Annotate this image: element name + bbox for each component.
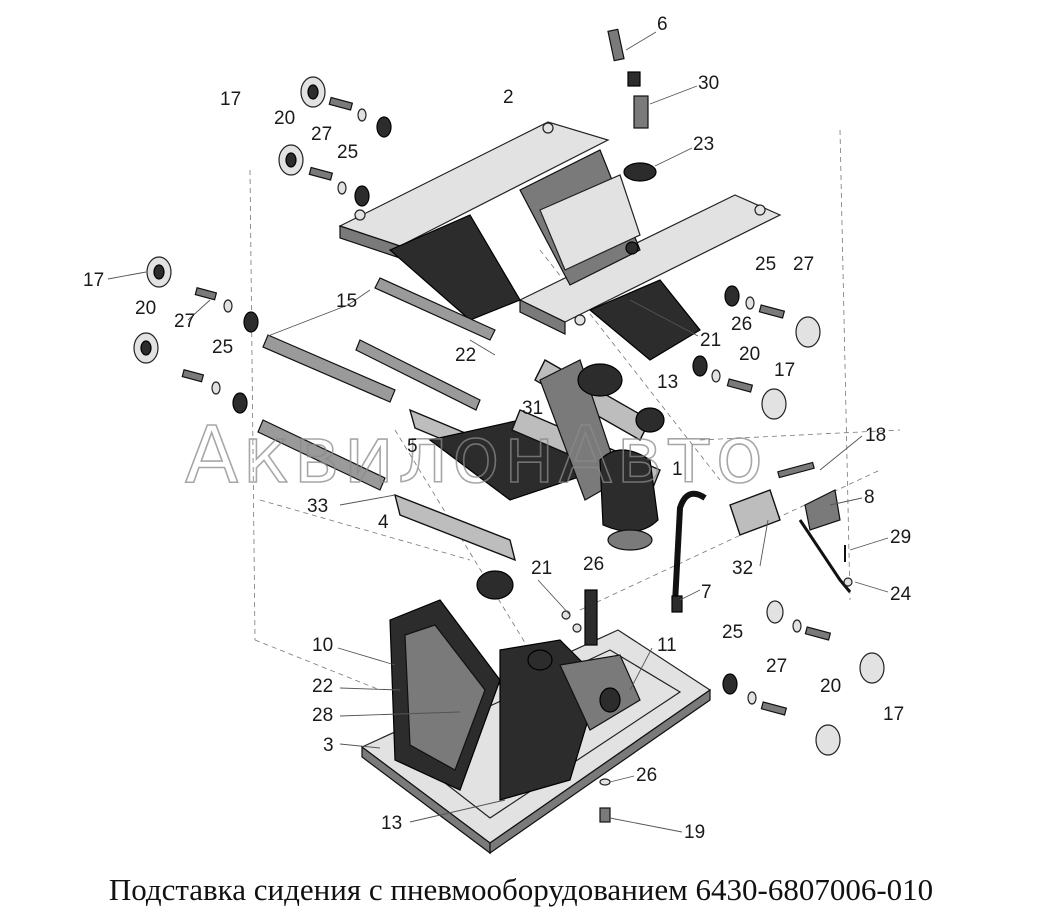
callout-24: 24 — [890, 584, 912, 605]
callout-22: 22 — [312, 676, 333, 697]
callout-11: 11 — [657, 635, 677, 656]
callout-20: 20 — [135, 298, 156, 319]
callout-23: 23 — [693, 134, 714, 155]
base-plate-part-3 — [360, 589, 712, 855]
callout-25: 25 — [212, 337, 233, 358]
callout-17: 17 — [83, 270, 104, 291]
rods-parts-15-22-33 — [257, 277, 496, 491]
callout-21: 21 — [531, 558, 552, 579]
callout-17: 17 — [220, 89, 241, 110]
callout-27: 27 — [793, 254, 814, 275]
callout-19: 19 — [684, 822, 705, 843]
callout-27: 27 — [174, 311, 195, 332]
callout-27: 27 — [766, 656, 787, 677]
callout-25: 25 — [722, 622, 743, 643]
callout-leader-lines — [107, 31, 889, 833]
callout-25: 25 — [755, 254, 776, 275]
watermark-text: АквилонАвто — [185, 411, 767, 501]
callout-27: 27 — [311, 124, 332, 145]
callout-28: 28 — [312, 705, 333, 726]
callout-8: 8 — [864, 487, 875, 508]
callout-10: 10 — [312, 635, 333, 656]
callout-4: 4 — [378, 512, 389, 533]
callout-22: 22 — [455, 345, 476, 366]
callout-7: 7 — [701, 582, 712, 603]
callout-15: 15 — [336, 291, 357, 312]
callout-5: 5 — [407, 436, 418, 457]
callout-26: 26 — [636, 765, 657, 786]
fitting-assembly-parts-6-30-23 — [607, 28, 657, 182]
callout-13: 13 — [657, 372, 678, 393]
fasteners-left — [133, 256, 259, 414]
callout-21: 21 — [700, 330, 721, 351]
fasteners-upper-left — [278, 76, 392, 207]
air-spring-part-1 — [599, 449, 659, 551]
callout-29: 29 — [890, 527, 911, 548]
callout-32: 32 — [732, 558, 753, 579]
callout-3: 3 — [323, 735, 334, 756]
callout-30: 30 — [698, 73, 719, 94]
fasteners-right — [692, 285, 885, 756]
callout-33: 33 — [307, 496, 328, 517]
callout-13: 13 — [381, 813, 402, 834]
callout-2: 2 — [503, 87, 514, 108]
callout-20: 20 — [274, 108, 295, 129]
callout-17: 17 — [774, 360, 795, 381]
callout-20: 20 — [820, 676, 841, 697]
callout-20: 20 — [739, 344, 760, 365]
callout-31: 31 — [522, 398, 543, 419]
diagram-caption: Подставка сидения с пневмооборудованием … — [108, 872, 934, 907]
upper-frame-part-2 — [338, 121, 782, 361]
callout-17: 17 — [883, 704, 904, 725]
callout-labels: 6 30 17 2 20 27 25 23 17 20 27 25 25 27 … — [83, 14, 912, 843]
callout-18: 18 — [865, 425, 886, 446]
callout-1: 1 — [672, 459, 683, 480]
callout-26: 26 — [583, 554, 604, 575]
callout-6: 6 — [657, 14, 668, 35]
callout-26: 26 — [731, 314, 752, 335]
callout-25: 25 — [337, 142, 358, 163]
